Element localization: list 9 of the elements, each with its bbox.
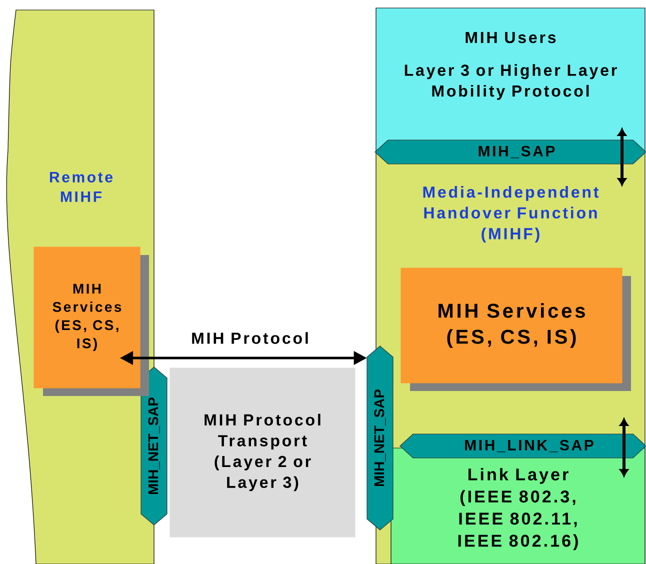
- sap-bar: MIH_SAP: [374, 140, 646, 164]
- arrow: [120, 351, 367, 365]
- transport-box: MIH Protocol Transport (Layer 2 or Layer 3): [170, 368, 356, 538]
- sap-bar: MIH_NET_SAP: [366, 346, 394, 530]
- services-box: MIH Services (ES, CS, IS): [34, 246, 149, 396]
- sap-bar: MIH_LINK_SAP: [400, 434, 646, 458]
- edge-label: MIH Protocol: [190, 331, 310, 345]
- sap-bar: MIH_NET_SAP: [140, 366, 168, 526]
- services-box: MIH Services (ES, CS, IS): [400, 268, 631, 391]
